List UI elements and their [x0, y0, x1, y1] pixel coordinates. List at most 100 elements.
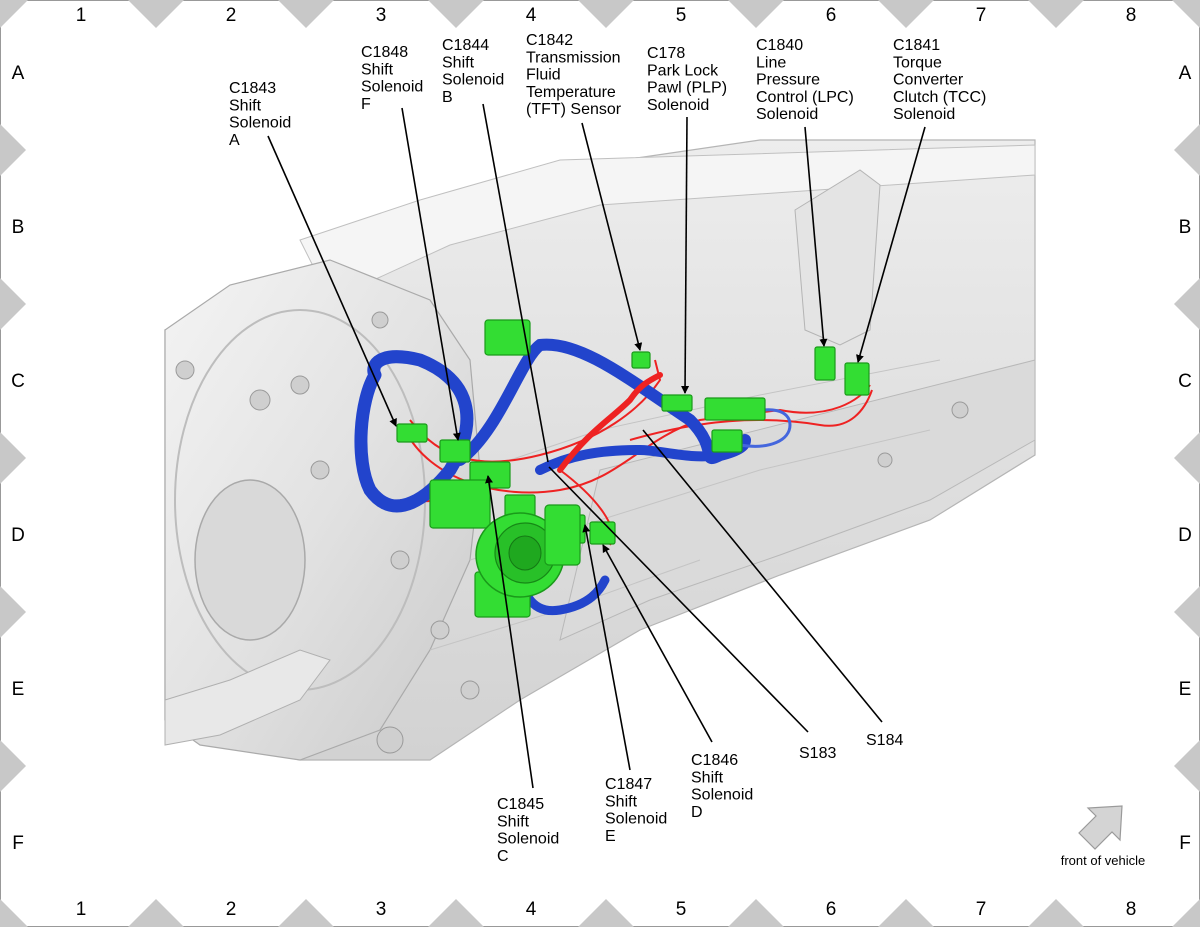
grid-diamond: [128, 899, 184, 927]
leader-c1846: [602, 544, 713, 743]
mount-tower: [794, 169, 881, 346]
grid-diamond: [0, 432, 26, 484]
grid-diamond: [878, 0, 934, 28]
callout-c1840-line: Pressure: [756, 72, 820, 89]
grid-diamond: [1174, 432, 1200, 484]
connector-right-b: [711, 429, 743, 453]
housing-bolts: [175, 311, 969, 754]
grid-diamond: [1028, 899, 1084, 927]
row-label-right: F: [1179, 833, 1191, 854]
callout-leaders: [267, 103, 926, 789]
callout-c1848-line: Shift: [361, 61, 394, 78]
row-label-right: D: [1178, 525, 1192, 546]
grid-diamond: [878, 899, 934, 927]
callout-c178-line: C178: [647, 45, 685, 62]
harness-blue-main: [354, 350, 474, 513]
callout-c1846-line: D: [691, 804, 703, 821]
grid-diamond: [0, 901, 26, 927]
grid-diamond: [0, 124, 26, 176]
leader-c1841: [856, 126, 926, 363]
grid-diamond: [1174, 740, 1200, 792]
callout-s184-line: S184: [866, 732, 903, 749]
oil-pan-flange: [559, 359, 1036, 641]
callout-c1840-line: Control (LPC): [756, 89, 854, 106]
grid-diamond: [0, 278, 26, 330]
leader-c1844: [482, 103, 549, 463]
callout-c1843-line: Shift: [229, 97, 262, 114]
row-label-left: E: [12, 679, 25, 700]
leader-c1843: [267, 135, 397, 427]
callout-s183: S183: [799, 745, 836, 762]
callout-c1841-line: C1841: [893, 37, 940, 54]
row-label-left: D: [11, 525, 25, 546]
row-label-right: A: [1179, 63, 1192, 84]
wiring-harness: [354, 319, 873, 618]
callout-c1842-line: (TFT) Sensor: [526, 101, 622, 118]
column-label-bottom: 3: [376, 899, 387, 920]
column-label-top: 7: [976, 5, 987, 26]
column-label-bottom: 4: [526, 899, 537, 920]
callout-c1841-line: Clutch (TCC): [893, 89, 986, 106]
connector-c1840: [814, 346, 836, 381]
grid-diamond: [578, 899, 634, 927]
harness-blue-thin: [739, 408, 792, 448]
column-label-top: 6: [826, 5, 837, 26]
connector-top-block: [484, 319, 531, 356]
callout-c1846-line: C1846: [691, 752, 738, 769]
column-label-top: 5: [676, 5, 687, 26]
column-label-bottom: 1: [76, 899, 87, 920]
connector-c1846: [589, 521, 616, 545]
column-label-top: 8: [1126, 5, 1137, 26]
callout-c178-line: Solenoid: [647, 97, 709, 114]
callout-c178-line: Park Lock: [647, 62, 719, 79]
callout-c1844-line: C1844: [442, 37, 489, 54]
callout-c1844-line: B: [442, 89, 453, 106]
leader-c1840: [804, 126, 828, 347]
callout-c1840-line: C1840: [756, 37, 803, 54]
callout-c1846-line: Solenoid: [691, 787, 753, 804]
connector-right-a: [704, 397, 766, 421]
row-label-right: E: [1179, 679, 1192, 700]
connector-c1848: [439, 439, 471, 463]
leader-s184: [642, 429, 883, 723]
callout-c1843-line: Solenoid: [229, 115, 291, 132]
grid-diamond: [1174, 0, 1200, 26]
connector-c1841: [844, 362, 870, 396]
callout-c1844-line: Shift: [442, 54, 475, 71]
row-label-left: B: [12, 217, 25, 238]
connector-c1843: [396, 423, 428, 443]
grid-diamond: [278, 899, 334, 927]
callout-c1847-line: Solenoid: [605, 811, 667, 828]
grid-diamond: [0, 586, 26, 638]
column-label-bottom: 5: [676, 899, 687, 920]
connectors: [396, 319, 870, 618]
callout-c1843-line: A: [229, 132, 240, 149]
callout-c1845-line: C: [497, 848, 509, 865]
callout-c1841-line: Torque: [893, 54, 942, 71]
grid-diamond: [578, 0, 634, 28]
grid-diamond: [428, 0, 484, 28]
input-shaft-hub: [194, 479, 306, 641]
callout-c1847-line: E: [605, 828, 616, 845]
callout-s184: S184: [866, 732, 903, 749]
grid-diamond: [1174, 586, 1200, 638]
callout-c1844-line: Solenoid: [442, 72, 504, 89]
harness-red-trunk: [557, 372, 663, 473]
callout-c1842-line: Temperature: [526, 84, 616, 101]
heat-shield: [164, 649, 331, 746]
grid-diamond: [1028, 0, 1084, 28]
grid-diamond: [728, 0, 784, 28]
callout-c1848-line: F: [361, 96, 371, 113]
grid-diamond: [0, 0, 26, 26]
row-label-right: B: [1179, 217, 1192, 238]
callout-c1840-line: Solenoid: [756, 106, 818, 123]
